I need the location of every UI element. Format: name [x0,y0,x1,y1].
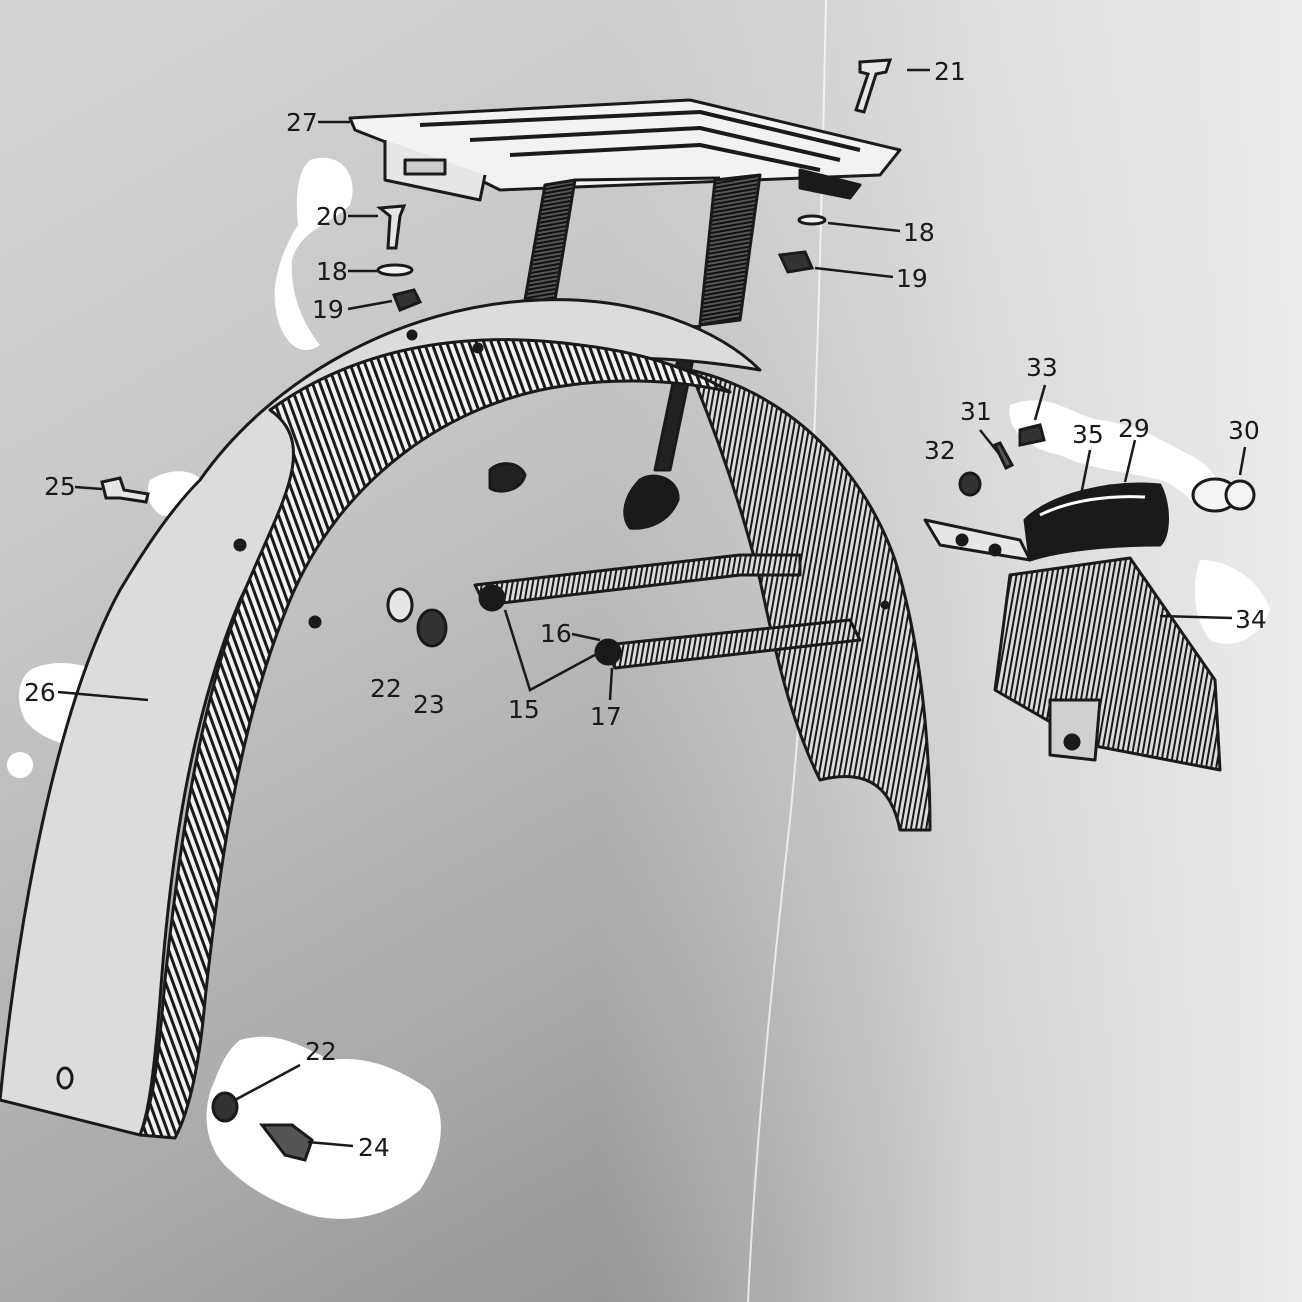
label-35: 35 [1072,420,1104,449]
label-34: 34 [1235,605,1267,634]
label-19-left: 19 [312,295,344,324]
bolt-24 [258,1123,314,1162]
label-29: 29 [1118,414,1150,443]
washer-22 [386,587,414,623]
label-20: 20 [316,202,348,231]
leader-lines [57,68,1247,1148]
label-17: 17 [590,702,622,731]
label-22-bottom: 22 [305,1037,337,1066]
paper-fold-crease [747,0,827,1302]
label-32: 32 [924,436,956,465]
screw-33 [1018,423,1046,447]
nut-19-left [391,288,423,312]
nut-32 [958,471,982,497]
label-19-right: 19 [896,264,928,293]
label-18-right: 18 [903,218,935,247]
bolt-20 [376,204,407,250]
label-24: 24 [358,1133,390,1162]
nut-19-right [777,250,815,274]
label-21: 21 [934,57,966,86]
bolt-25 [100,476,150,504]
number-plate-and-tail-lamp [923,482,1222,772]
label-16: 16 [540,619,572,648]
label-27: 27 [286,108,318,137]
bolt-21 [854,58,893,114]
screw-31 [992,441,1015,471]
label-15: 15 [508,695,540,724]
label-31: 31 [960,397,992,426]
label-25: 25 [44,472,76,501]
label-33: 33 [1026,353,1058,382]
washer-22-bottom [211,1091,239,1123]
small-fasteners [100,58,1256,1162]
nut-23 [416,608,448,648]
label-30: 30 [1228,416,1260,445]
mudguard-stays [473,553,862,670]
label-23: 23 [413,690,445,719]
label-18-left: 18 [316,257,348,286]
washer-18-left [376,263,414,277]
part-labels: 21 27 20 18 19 18 19 25 26 22 23 15 16 1… [24,57,1267,1162]
label-22: 22 [370,674,402,703]
luggage-rack [348,98,902,472]
label-26: 26 [24,678,56,707]
rear-mudguard [0,298,932,1140]
washer-18-right [797,214,827,226]
